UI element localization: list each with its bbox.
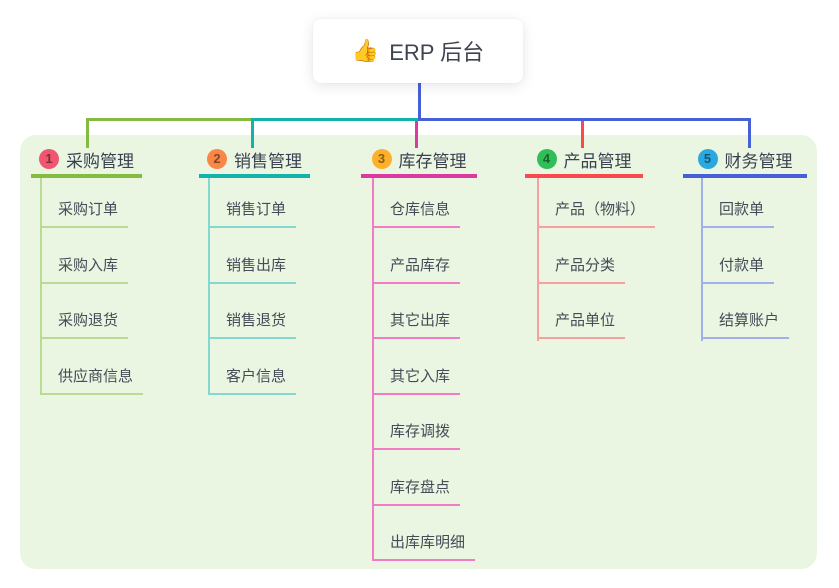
- child-node[interactable]: 产品单位: [537, 311, 626, 339]
- connector-drop-branch2: [251, 121, 254, 148]
- connector-drop-branch3: [415, 121, 418, 148]
- child-node[interactable]: 产品分类: [537, 256, 626, 284]
- branch-heading-product[interactable]: 4 产品管理: [525, 146, 643, 178]
- root-node[interactable]: 👍 ERP 后台: [313, 19, 523, 83]
- branch-sales: 2 销售管理 销售订单 销售出库 销售退货 客户信息: [199, 146, 310, 395]
- branch-heading-inventory[interactable]: 3 库存管理: [361, 146, 477, 178]
- branch-heading-sales[interactable]: 2 销售管理: [199, 146, 310, 178]
- branch-child-spine: [537, 178, 539, 341]
- child-node[interactable]: 销售出库: [208, 256, 297, 284]
- branch-heading-purchase[interactable]: 1 采购管理: [31, 146, 142, 178]
- branch-child-spine: [40, 178, 42, 395]
- child-node[interactable]: 其它出库: [372, 311, 461, 339]
- child-node[interactable]: 销售订单: [208, 200, 297, 228]
- child-node[interactable]: 其它入库: [372, 367, 461, 395]
- connector-drop-branch1: [86, 121, 89, 148]
- branch-title: 产品管理: [563, 151, 632, 171]
- child-node[interactable]: 库存调拨: [372, 422, 461, 450]
- branch-child-spine: [372, 178, 374, 561]
- child-node[interactable]: 产品（物料）: [537, 200, 656, 228]
- child-node[interactable]: 供应商信息: [40, 367, 144, 395]
- branch-inventory: 3 库存管理 仓库信息 产品库存 其它出库 其它入库 库存调拨 库存盘点 出库库…: [361, 146, 477, 561]
- child-node[interactable]: 结算账户: [701, 311, 790, 339]
- child-node[interactable]: 采购退货: [40, 311, 129, 339]
- branch-heading-finance[interactable]: 5 财务管理: [683, 146, 807, 178]
- connector-drop-branch5: [748, 121, 751, 148]
- branch-child-spine: [701, 178, 703, 341]
- child-node[interactable]: 出库库明细: [372, 533, 476, 561]
- child-node[interactable]: 采购订单: [40, 200, 129, 228]
- child-node[interactable]: 销售退货: [208, 311, 297, 339]
- child-node[interactable]: 库存盘点: [372, 478, 461, 506]
- branch-product: 4 产品管理 产品（物料） 产品分类 产品单位: [525, 146, 656, 341]
- root-connector-vertical: [418, 83, 421, 121]
- branch-purchase: 1 采购管理 采购订单 采购入库 采购退货 供应商信息: [31, 146, 144, 395]
- root-node-label: ERP 后台: [389, 40, 485, 65]
- child-node[interactable]: 采购入库: [40, 256, 129, 284]
- branch-title: 采购管理: [66, 151, 134, 171]
- branch-number-badge: 3: [371, 149, 392, 169]
- child-node[interactable]: 付款单: [701, 256, 775, 284]
- connector-horizontal-branch1: [86, 118, 253, 121]
- branch-title: 库存管理: [398, 151, 467, 171]
- child-node[interactable]: 回款单: [701, 200, 775, 228]
- branch-number-badge: 4: [536, 149, 557, 169]
- child-node[interactable]: 产品库存: [372, 256, 461, 284]
- branch-number-badge: 2: [207, 149, 227, 169]
- connector-horizontal-branch2: [251, 118, 419, 121]
- branch-number-badge: 1: [39, 149, 59, 169]
- branch-title: 销售管理: [234, 151, 302, 171]
- thumbs-up-icon: 👍: [351, 38, 380, 63]
- child-node[interactable]: 仓库信息: [372, 200, 461, 228]
- branch-finance: 5 财务管理 回款单 付款单 结算账户: [683, 146, 807, 341]
- connector-drop-branch4: [581, 121, 584, 148]
- branch-number-badge: 5: [697, 149, 718, 169]
- branch-title: 财务管理: [724, 151, 793, 171]
- branch-child-spine: [208, 178, 210, 395]
- connector-horizontal-branch5: [418, 118, 751, 121]
- child-node[interactable]: 客户信息: [208, 367, 297, 395]
- branches-background-panel: [20, 135, 817, 569]
